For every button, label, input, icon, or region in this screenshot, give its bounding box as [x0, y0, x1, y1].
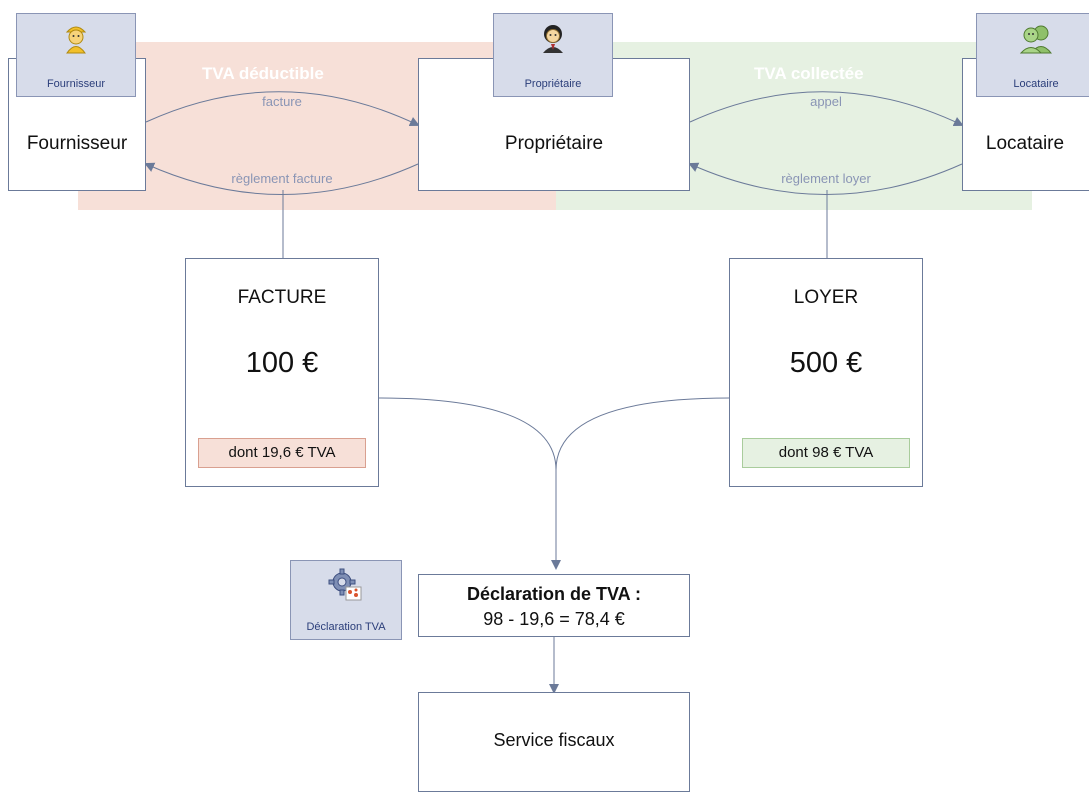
- tenant-label: Locataire: [985, 133, 1065, 154]
- tax-office-box[interactable]: Service fiscaux: [418, 692, 690, 792]
- declaration-formula: 98 - 19,6 = 78,4 €: [483, 609, 625, 629]
- collected-zone-title: TVA collectée: [754, 64, 864, 83]
- owner-badge: Propriétaire: [493, 13, 613, 97]
- invoice-title: FACTURE: [237, 287, 327, 308]
- owner-badge-label: Propriétaire: [524, 78, 582, 90]
- declaration-badge: Déclaration TVA: [290, 560, 402, 640]
- flow-invoice-payment-arrow: [144, 162, 419, 195]
- supplier-badge: Fournisseur: [16, 13, 136, 97]
- flow-invoice-payment-label: règlement facture: [231, 171, 333, 186]
- invoice-amount: 100 €: [245, 347, 319, 379]
- invoice-document[interactable]: FACTURE 100 € dont 19,6 € TVA: [185, 258, 379, 487]
- flow-invoice-label: facture: [262, 94, 302, 109]
- gear-icon: [328, 568, 362, 601]
- group-icon: [1019, 25, 1053, 54]
- owner-label: Propriétaire: [504, 133, 604, 154]
- flow-call-label: appel: [810, 94, 842, 109]
- flow-invoice-arrow: [145, 91, 420, 127]
- invoice-tva-tag: dont 19,6 € TVA: [198, 438, 366, 468]
- rent-to-declaration-curve: [555, 397, 731, 471]
- tax-office-label: Service fiscaux: [493, 730, 615, 750]
- declaration-box[interactable]: Déclaration de TVA : 98 - 19,6 = 78,4 €: [418, 574, 690, 637]
- invoice-to-declaration-curve: [377, 397, 557, 471]
- flow-rent-payment-arrow: [688, 162, 963, 195]
- rent-tva-tag: dont 98 € TVA: [742, 438, 910, 468]
- worker-icon: [65, 26, 87, 54]
- person-icon: [543, 25, 563, 53]
- supplier-label: Fournisseur: [26, 133, 128, 154]
- deductible-zone-title: TVA déductible: [202, 64, 324, 83]
- flow-call-arrow: [689, 91, 964, 127]
- connectors: [144, 91, 964, 694]
- rent-title: LOYER: [793, 287, 859, 308]
- declaration-title: Déclaration de TVA :: [466, 584, 642, 604]
- tenant-badge-label: Locataire: [1013, 78, 1059, 90]
- flow-rent-payment-label: règlement loyer: [781, 171, 871, 186]
- rent-document[interactable]: LOYER 500 € dont 98 € TVA: [729, 258, 923, 487]
- supplier-badge-label: Fournisseur: [46, 78, 106, 90]
- declaration-badge-label: Déclaration TVA: [306, 621, 386, 633]
- tenant-badge: Locataire: [976, 13, 1089, 97]
- rent-amount: 500 €: [789, 347, 863, 379]
